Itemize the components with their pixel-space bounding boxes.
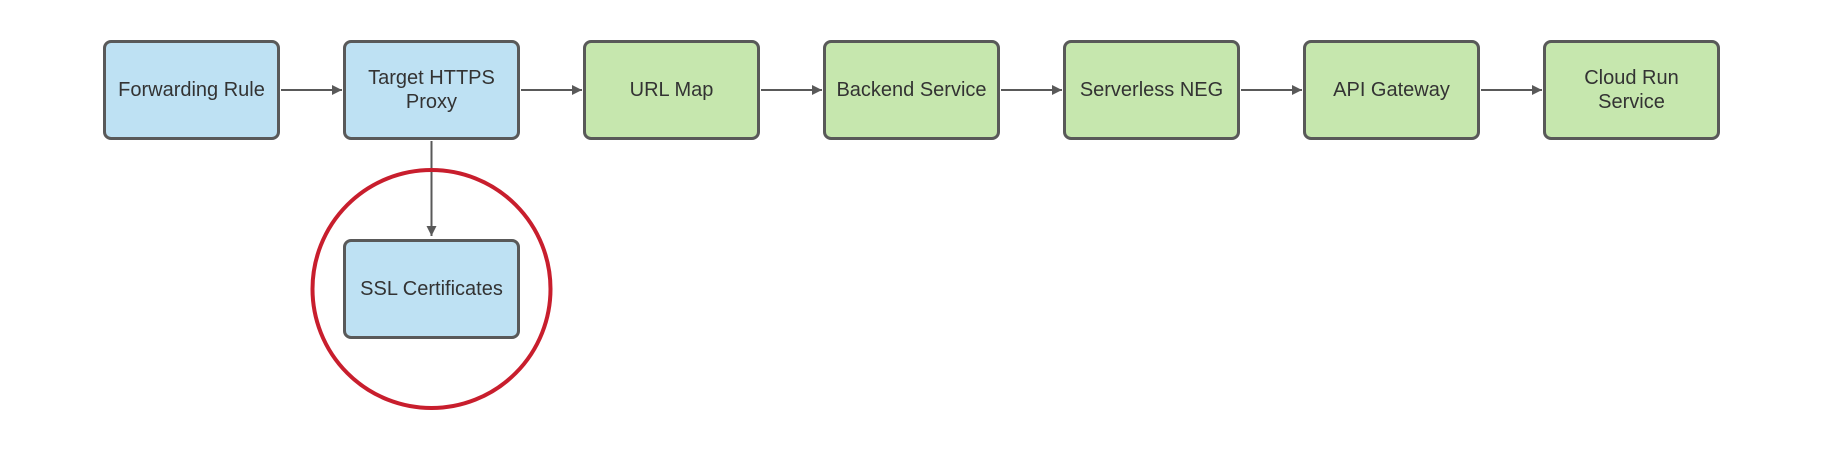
node-label: Cloud Run Service — [1584, 67, 1679, 113]
highlight-circle — [310, 168, 553, 410]
node-label: API Gateway — [1333, 79, 1450, 101]
node-serverless-neg: Serverless NEG — [1063, 40, 1240, 140]
node-url-map: URL Map — [583, 40, 760, 140]
node-backend-service: Backend Service — [823, 40, 1000, 140]
node-label: Serverless NEG — [1079, 79, 1224, 101]
node-label: URL Map — [629, 79, 714, 101]
node-label: Backend Service — [836, 79, 987, 101]
node-label: SSL Certificates — [360, 278, 503, 300]
node-api-gateway: API Gateway — [1303, 40, 1480, 140]
node-forwarding-rule: Forwarding Rule — [103, 40, 280, 140]
node-label: Forwarding Rule — [118, 79, 265, 101]
node-target-https-proxy: Target HTTPS Proxy — [343, 40, 520, 140]
node-cloud-run-service: Cloud Run Service — [1543, 40, 1720, 140]
node-ssl-certificates: SSL Certificates — [343, 239, 520, 339]
node-label: Target HTTPS Proxy — [368, 67, 495, 113]
